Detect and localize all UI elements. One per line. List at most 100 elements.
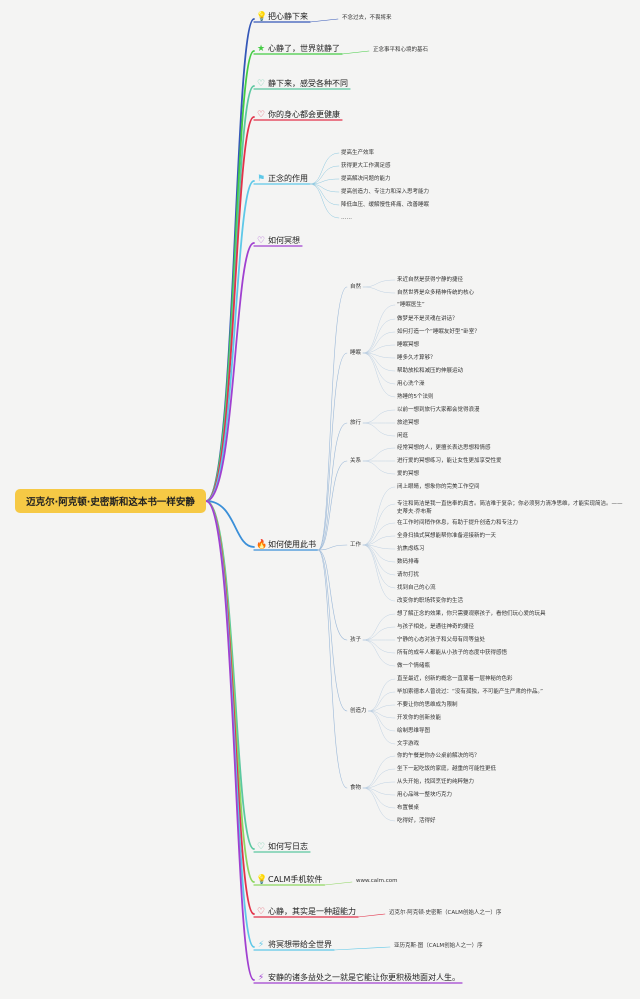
leaf-item[interactable]: 坐下一起吃饭的家庭，越重的可能性更低 [397,766,497,772]
branch-b1[interactable]: 💡把心静下来 [256,11,308,23]
branch-b11[interactable]: ⚡将冥想带给全世界 [256,939,332,951]
effect-item[interactable]: 提高生产效率 [341,150,375,156]
branch-b4[interactable]: ♡你的身心都会更健康 [256,109,340,121]
connector-line [362,639,396,654]
group-2[interactable]: 旅行 [350,420,362,426]
connector-line [205,242,255,502]
group-6[interactable]: 创造力 [350,708,367,714]
branch-b9[interactable]: 💡CALM手机软件 [256,874,322,886]
leaf-item[interactable]: 帮助放松和减压的伸展运动 [397,368,464,374]
leaf-item[interactable]: 毕加索德本人曾说过：“没有孤独，不可能产生严肃的作品。” [397,689,543,695]
connector-line [362,613,396,641]
effect-item[interactable]: …… [341,215,352,221]
leaf-item[interactable]: 绘制思维导图 [397,728,431,734]
branch-b10[interactable]: ♡心静，其实是一种超能力 [256,906,356,918]
connector-line [317,544,348,551]
leaf-item[interactable]: 睡多久才算够？ [397,355,436,361]
connector-line [362,639,396,667]
sparkle-icon: ⚡ [257,940,265,950]
branch-b3[interactable]: ♡静下来，感受各种不同 [256,78,348,90]
branch-b6[interactable]: ♡如何冥想 [256,235,300,247]
leaf-item[interactable]: 所有的成年人都能从小孩子的态度中获得感悟 [397,650,508,656]
leaf-item[interactable]: 用心品味一整块巧克力 [397,792,453,798]
leaf-item[interactable]: 直至最近，创新的概念一直蒙着一层神秘的色彩 [397,676,513,682]
leaf-item[interactable]: 做梦是不是灵魂在讲话？ [397,316,458,322]
connector-line [309,183,340,206]
leaf-item[interactable]: 旅途冥想 [397,420,420,426]
leaf-item[interactable]: 全身扫描式冥想能帮你准备迎接新的一天 [397,533,497,539]
connector-line [205,85,255,502]
leaf-item[interactable]: 布置餐桌 [397,805,420,811]
heart-icon: ♡ [256,907,266,917]
connector-line [309,152,340,185]
leaf-item[interactable]: 从头开始，找回烹饪的纯粹魅力 [397,779,475,785]
leaf-item[interactable]: 文字游戏 [397,741,420,747]
branch-b2[interactable]: ★心静了，世界就静了 [256,43,340,55]
leaf-item[interactable]: 做一个情绪瓶 [397,663,431,669]
leaf-item[interactable]: 你的午餐是你办公桌前解决的吗？ [397,753,480,759]
branch-note: 亚历克斯·图（CALM创始人之一）序 [394,943,483,949]
group-5[interactable]: 孩子 [350,637,362,643]
heart-icon: ♡ [256,236,266,246]
group-4[interactable]: 工作 [350,542,362,548]
connector-line [309,165,340,185]
leaf-item[interactable]: 不要让你的思维成为限制 [397,702,458,708]
effect-item[interactable]: 降低血压、缓解慢性疼痛、改善睡眠 [341,202,430,208]
leaf-item[interactable]: 睡眠冥想 [397,342,420,348]
leaf-item[interactable]: 如何打造一个“睡眠友好型”卧室？ [397,329,480,335]
leaf-item[interactable]: 请勿打扰 [397,572,420,578]
group-7[interactable]: 食物 [350,785,362,791]
group-3[interactable]: 关系 [350,458,362,464]
connector-line [317,549,348,789]
leaf-item[interactable]: 熟睡的5个法则 [397,394,434,400]
branch-b5[interactable]: ⚑正念的作用 [256,173,308,185]
leaf-item[interactable]: 改变你的职场转变你的生活 [397,598,464,604]
leaf-item[interactable]: 以前一想到旅行大家都会觉得浪漫 [397,407,480,413]
leaf-item[interactable]: 专注和简洁是我一直信奉的真言。简洁难于复杂；你必须努力清净思维，才能实现简洁。—… [397,501,623,515]
leaf-item[interactable]: 数码排毒 [397,559,420,565]
heart-icon: ♡ [256,110,266,120]
leaf-item[interactable]: 进行爱的冥想练习，能让女性更加享受性爱 [397,458,502,464]
leaf-item[interactable]: 宁静的心态对孩子和父母有同等益处 [397,637,486,643]
branch-label: 将冥想带给全世界 [268,940,332,949]
leaf-item[interactable]: 爱的冥想 [397,471,420,477]
leaf-item[interactable]: 想了解正念的效果，你只需要观察孩子，看他们玩心爱的玩具 [397,611,546,617]
branch-b8[interactable]: ♡如何写日志 [256,841,308,853]
leaf-item[interactable]: 闲逛 [397,433,409,439]
connector-line [362,352,396,398]
connector-line [309,178,340,185]
effect-item[interactable]: 提高解决问题的能力 [341,176,391,182]
leaf-item[interactable]: 抗焦虑练习 [397,546,425,552]
leaf-item[interactable]: 用心洗个澡 [397,381,425,387]
leaf-item[interactable]: 吃得好，活得好 [397,818,436,824]
leaf-item[interactable]: 找到自己的心流 [397,585,436,591]
leaf-item[interactable]: 来近自然是获得宁静的捷径 [397,277,464,283]
branch-label: 如何冥想 [268,236,300,245]
connector-line [362,544,396,602]
effect-item[interactable]: 提高创造力、专注力和深入思考能力 [341,189,430,195]
connector-line [309,183,340,219]
leaf-item[interactable]: 自然世界是众多精神传统的核心 [397,290,475,296]
group-1[interactable]: 睡眠 [350,350,362,356]
leaf-item[interactable]: 开发你的创新技能 [397,715,442,721]
leaf-item[interactable]: 与孩子相处，是通往神奇的捷径 [397,624,475,630]
branch-label: CALM手机软件 [268,875,323,884]
group-0[interactable]: 自然 [350,284,362,290]
connector-line [368,704,396,712]
branch-b12[interactable]: ⚡安静的诸多益处之一就是它能让你更积极地面对人生。 [256,972,460,984]
connector-line [368,691,396,712]
leaf-item[interactable]: 在工作时间稍作休息，有助于提升创造力和专注力 [397,520,519,526]
leaf-item[interactable]: 经常冥想的人，更擅长表达思想和情感 [397,445,491,451]
root-node[interactable]: 迈克尔·阿克顿·史密斯和这本书一样安静 [15,489,206,513]
connector-line [362,781,396,789]
connector-line [317,460,348,551]
effect-item[interactable]: 获得更大工作满足感 [341,163,391,169]
connector-line [324,881,353,886]
leaf-item[interactable]: 闭上眼睛，想象你的完美工作空间 [397,484,480,490]
heart-icon: ♡ [256,842,266,852]
leaf-item[interactable]: “睡眠医生” [397,302,425,308]
connector-line [362,768,396,789]
lightbulb-icon: 💡 [256,875,268,885]
branch-b7[interactable]: 🔥如何使用此书 [256,539,316,551]
